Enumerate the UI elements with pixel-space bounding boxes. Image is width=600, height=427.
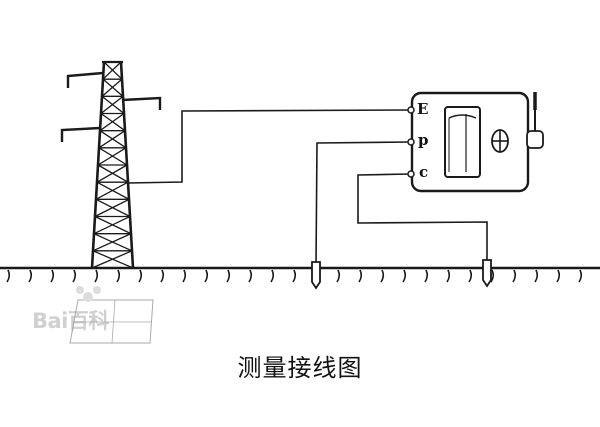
terminal-p-post	[407, 138, 415, 146]
tower-brace	[96, 164, 128, 183]
terminal-e-post	[407, 106, 415, 114]
ground-hatch-mark	[28, 269, 33, 283]
ground-hatch-mark	[380, 269, 385, 283]
wire-e	[127, 109, 411, 184]
watermark-graphic	[69, 286, 154, 344]
transmission-tower	[60, 60, 162, 269]
tower-brace	[93, 215, 131, 235]
probe-p	[311, 261, 321, 290]
ground-hatch-mark	[138, 269, 143, 283]
terminal-c-post	[407, 170, 415, 178]
ground-hatch-mark	[270, 269, 275, 283]
ground-hatch-mark	[358, 269, 363, 283]
ground-hatch-mark	[556, 269, 561, 283]
tower-brace	[91, 250, 133, 269]
ground-hatch-mark	[182, 269, 187, 283]
terminal-label-c: c	[419, 163, 429, 181]
tower-brace	[97, 147, 127, 166]
tower-brace	[103, 61, 123, 80]
ground-hatch-mark	[160, 269, 165, 283]
ground-hatch-mark	[248, 269, 253, 283]
ground-hatch-mark	[336, 269, 341, 283]
tower-brace	[102, 78, 124, 97]
ground-hatch-mark	[72, 269, 77, 283]
diagram-caption: 测量接线图	[237, 354, 363, 382]
tower-brace	[98, 130, 126, 149]
wire-p	[315, 141, 411, 266]
tower-brace	[92, 233, 132, 252]
ground-hatch-mark	[226, 269, 231, 283]
probe-c	[482, 259, 492, 288]
tower-brace	[99, 112, 125, 132]
wire-c	[357, 173, 488, 262]
crank-handle-icon	[526, 92, 544, 149]
ground-hatch-mark	[292, 269, 297, 283]
ground-hatch-mark	[534, 269, 539, 283]
ground-hatch-mark	[578, 269, 583, 283]
watermark-text: Bai百科	[32, 309, 109, 333]
ground-hatch-mark	[204, 269, 209, 283]
tower-brace	[100, 95, 124, 115]
ground-hatch-mark	[402, 269, 407, 283]
tower-brace	[101, 78, 123, 97]
ground-hatch-mark	[94, 269, 99, 283]
meter-dial-window	[444, 106, 481, 178]
ground-hatch-mark	[446, 269, 451, 283]
knob-icon	[491, 129, 509, 153]
ground	[0, 266, 600, 283]
ground-hatch-mark	[490, 269, 495, 283]
tower-brace	[94, 198, 130, 218]
tower-brace	[95, 181, 129, 200]
ground-hatch-mark	[424, 269, 429, 283]
ground-hatch-mark	[116, 269, 121, 283]
tower-brace	[102, 61, 122, 80]
ground-hatch-mark	[6, 269, 11, 283]
terminal-label-p: p	[418, 131, 429, 149]
ground-hatch-mark	[50, 269, 55, 283]
ground-hatch-mark	[468, 269, 473, 283]
resistance-meter	[407, 91, 544, 193]
ground-hatch-mark	[512, 269, 517, 283]
terminal-label-e: E	[417, 100, 429, 118]
